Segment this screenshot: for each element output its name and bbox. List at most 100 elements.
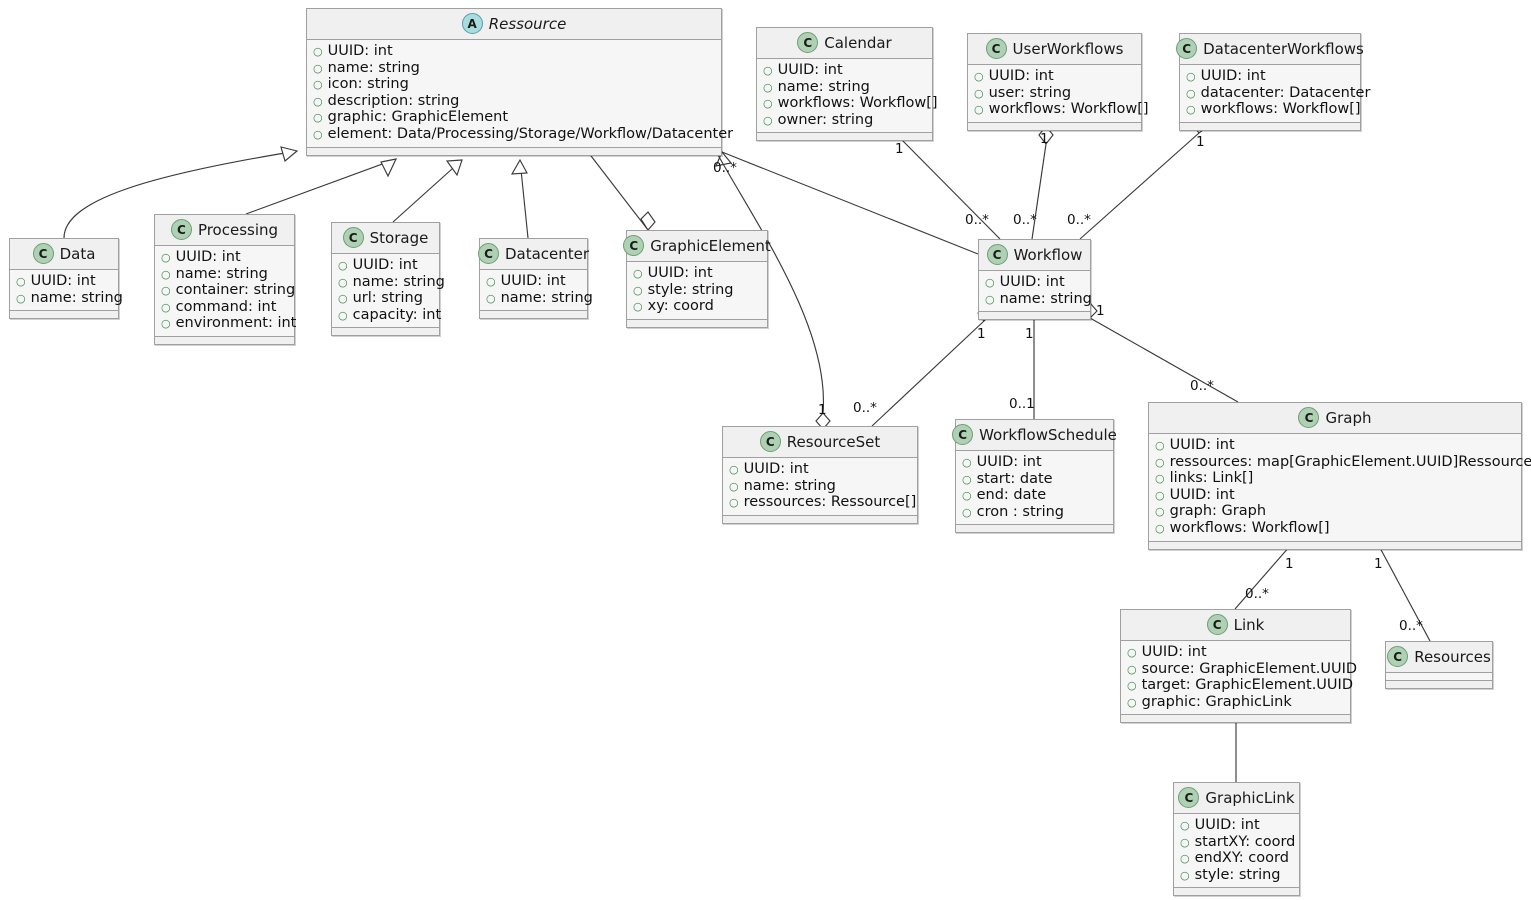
attribute-text: cron : string xyxy=(976,503,1065,520)
attribute-text: UUID: int xyxy=(327,43,393,59)
attribute-row: ○name: string xyxy=(161,266,288,283)
attribute-row: ○url: string xyxy=(338,290,433,307)
attribute-row: ○UUID: int xyxy=(962,454,1107,471)
multiplicity-label: 1 xyxy=(1040,131,1049,147)
attribute-list-resourceset: ○UUID: int○name: string○ressources: Ress… xyxy=(723,458,917,515)
attribute-text: name: string xyxy=(175,265,268,282)
attribute-list-link: ○UUID: int○source: GraphicElement.UUID○t… xyxy=(1121,641,1357,715)
attribute-text: environment: int xyxy=(175,315,297,332)
visibility-public-icon: ○ xyxy=(763,64,773,77)
visibility-public-icon: ○ xyxy=(486,275,496,288)
attribute-text: graphic: GraphicLink xyxy=(1141,693,1292,710)
generalization-arrow-datacenter xyxy=(512,160,527,174)
attribute-text: UUID: int xyxy=(1141,644,1207,660)
attribute-row: ○UUID: int xyxy=(763,62,926,79)
attribute-row: ○links: Link[] xyxy=(1155,470,1515,487)
class-icon: C xyxy=(1298,407,1320,428)
attribute-row: ○owner: string xyxy=(763,112,926,129)
attribute-text: user: string xyxy=(988,84,1072,101)
attribute-text: UUID: int xyxy=(30,273,96,289)
attribute-list-datacenterworkflows: ○UUID: int○datacenter: Datacenter○workfl… xyxy=(1180,65,1370,122)
attribute-text: capacity: int xyxy=(352,306,442,323)
class-name-workflow: Workflow xyxy=(1013,245,1083,264)
class-name-processing: Processing xyxy=(197,220,279,239)
attribute-row: ○ressources: Ressource[] xyxy=(729,494,916,511)
visibility-public-icon: ○ xyxy=(1180,819,1190,832)
attribute-row: ○icon: string xyxy=(313,76,715,93)
method-compartment-storage xyxy=(332,327,439,336)
attribute-row: ○workflows: Workflow[] xyxy=(974,101,1149,118)
visibility-public-icon: ○ xyxy=(313,45,323,58)
attribute-row: ○ UUID: int xyxy=(1186,68,1354,85)
attribute-text: ressources: map[GraphicElement.UUID]Ress… xyxy=(1169,453,1531,470)
attribute-list-calendar: ○UUID: int○name: string○workflows: Workf… xyxy=(757,59,938,133)
method-compartment-graph xyxy=(1149,540,1521,549)
class-name-resources: Resources xyxy=(1414,647,1491,666)
attribute-row: ○target: GraphicElement.UUID xyxy=(1127,677,1353,694)
attribute-text: UUID: int xyxy=(1200,68,1266,84)
method-compartment-datacenter xyxy=(480,310,587,319)
edge-workflow-resourceset xyxy=(872,321,984,426)
attribute-list-data: ○UUID: int○name: string xyxy=(10,270,123,311)
visibility-public-icon: ○ xyxy=(974,70,984,83)
attribute-list-processing: ○UUID: int○name: string○container: strin… xyxy=(155,246,297,336)
visibility-public-icon: ○ xyxy=(1127,679,1137,693)
attribute-text: links: Link[] xyxy=(1169,470,1254,487)
multiplicity-label: 1 xyxy=(1096,303,1105,319)
multiplicity-label: 1 xyxy=(977,326,986,342)
method-compartment-workflow xyxy=(979,311,1090,320)
attribute-row: ○style: string xyxy=(1180,867,1293,884)
attribute-row: ○ UUID: int xyxy=(313,43,715,60)
attribute-list-graphicelement: ○UUID: int○style: string○xy: coord xyxy=(627,262,767,319)
method-compartment-graphicelement xyxy=(627,318,767,327)
attribute-text: name: string xyxy=(999,290,1092,307)
multiplicity-label: 0..* xyxy=(1245,586,1269,602)
method-compartment-processing xyxy=(155,335,294,344)
attribute-text: start: date xyxy=(976,470,1053,487)
class-icon: C xyxy=(759,431,781,452)
attribute-row: ○name: string xyxy=(763,79,926,96)
visibility-public-icon: ○ xyxy=(974,86,984,100)
attribute-row: ○graphic: GraphicLink xyxy=(1127,694,1344,711)
attribute-text: workflows: Workflow[] xyxy=(1200,101,1361,118)
edge-processing-ressource xyxy=(246,159,396,214)
attribute-text: icon: string xyxy=(327,76,409,93)
attribute-row: ○UUID: int xyxy=(1180,817,1293,834)
attribute-row: ○name: string xyxy=(313,60,715,77)
attribute-row: ○startXY: coord xyxy=(1180,834,1295,851)
attribute-row: ○element: Data/Processing/Storage/Workfl… xyxy=(313,126,733,143)
attribute-row: ○cron : string xyxy=(962,504,1107,521)
attribute-text: UUID: int xyxy=(647,265,713,281)
attribute-text: container: string xyxy=(175,282,296,299)
visibility-public-icon: ○ xyxy=(729,463,739,476)
multiplicity-label: 0..* xyxy=(853,400,877,416)
attribute-text: name: string xyxy=(352,273,445,290)
visibility-public-icon: ○ xyxy=(1186,70,1196,83)
class-icon: C xyxy=(986,244,1008,265)
multiplicity-label: 1 xyxy=(895,141,904,157)
class-name-graphiclink: GraphicLink xyxy=(1205,788,1295,807)
method-compartment-ressource xyxy=(307,146,721,155)
